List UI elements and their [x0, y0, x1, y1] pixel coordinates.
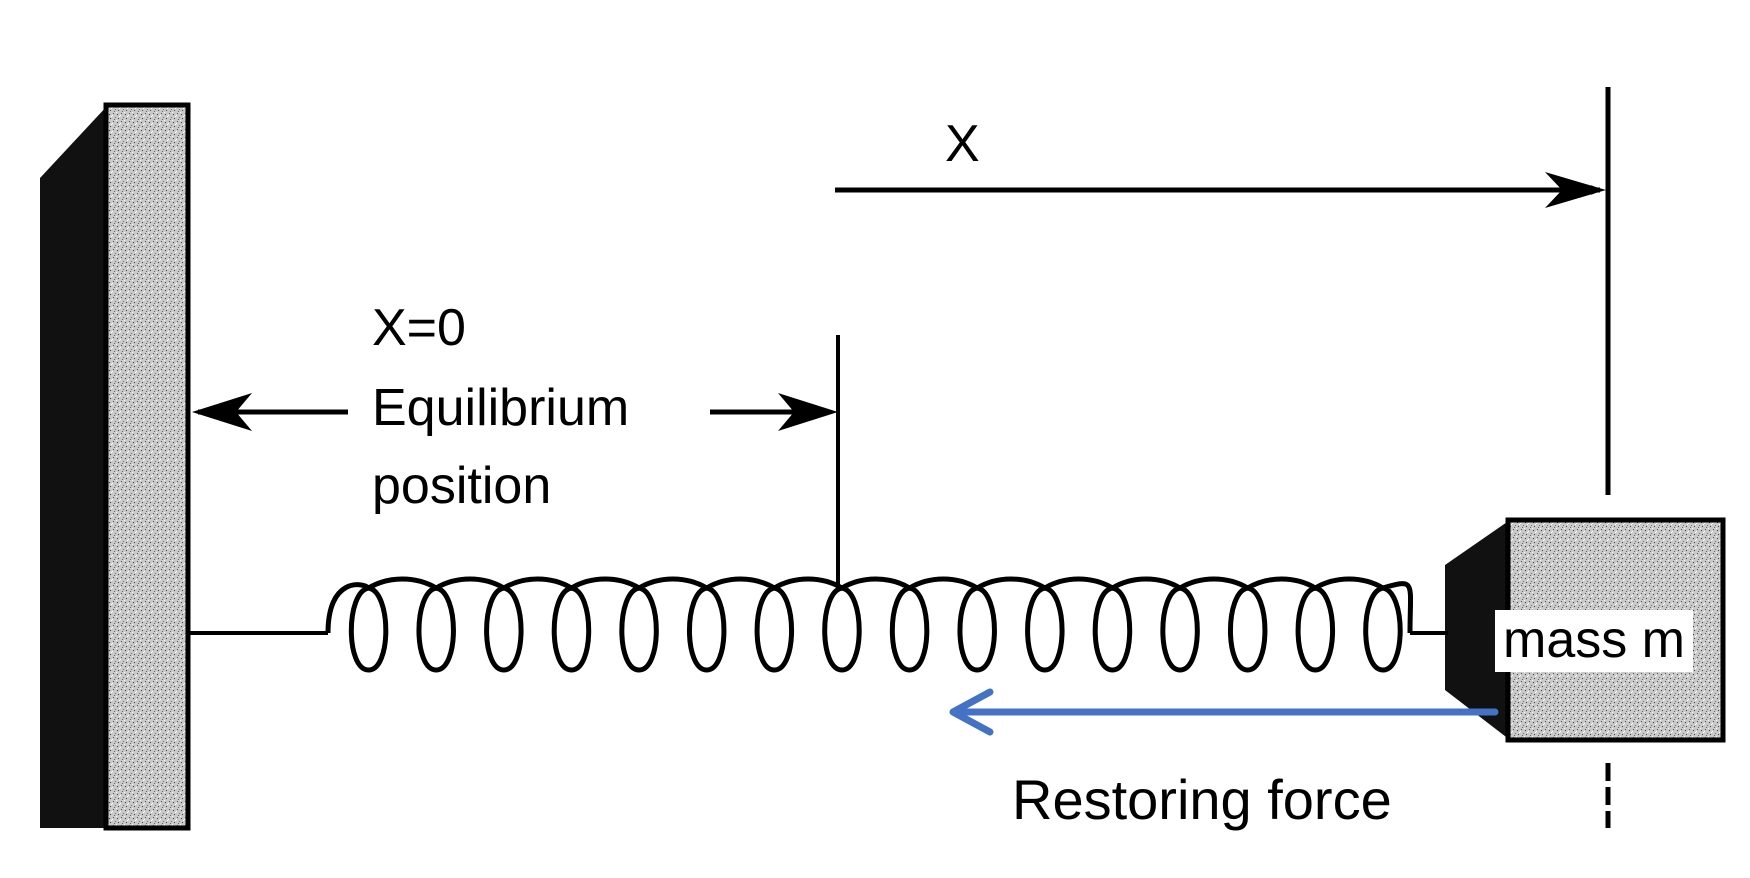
mass-label: mass m — [1495, 610, 1693, 672]
displacement-label: X — [945, 115, 980, 173]
wall-front-face — [103, 102, 191, 831]
equilibrium-label: Equilibrium — [372, 379, 630, 437]
position-label: position — [372, 457, 552, 515]
wall — [40, 102, 191, 831]
equilibrium-x0-label: X=0 — [372, 299, 466, 357]
restoring-force-arrow-head — [949, 688, 994, 736]
restoring-force-label: Restoring force — [1012, 768, 1392, 831]
wall-side-face — [40, 105, 108, 828]
spring-coil — [325, 576, 1414, 673]
mass-side-face — [1445, 520, 1510, 740]
displacement-arrow-head — [1545, 172, 1606, 208]
equilibrium-arrow-left-head — [192, 393, 252, 431]
equilibrium-arrow-right-head — [778, 393, 838, 431]
